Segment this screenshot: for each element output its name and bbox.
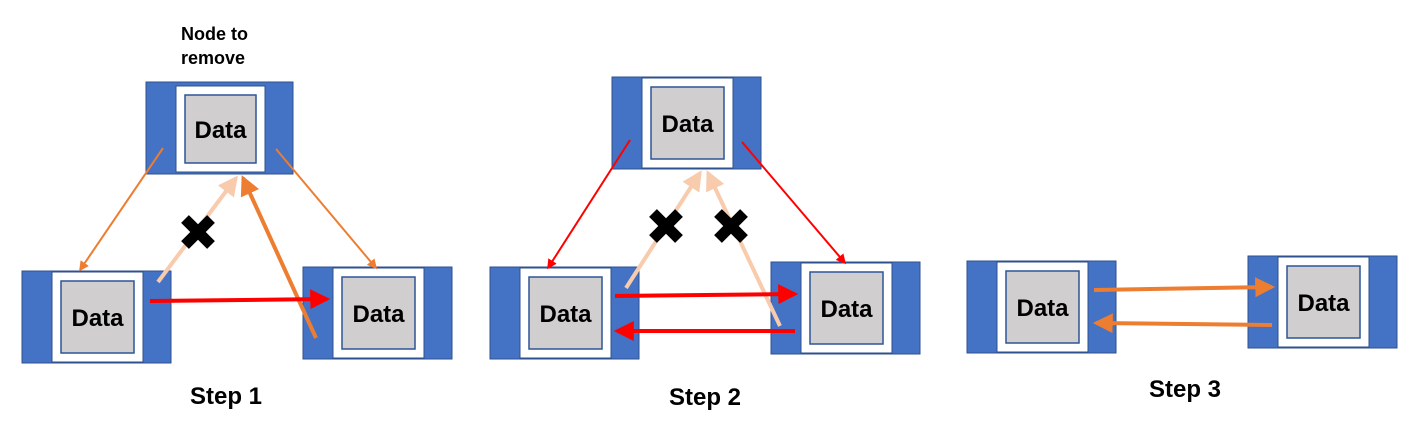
step1-cross-mark-icon [181, 215, 215, 249]
step-2-caption: Step 2 [669, 384, 742, 411]
step1-arrow-right-to-remove [240, 175, 318, 339]
step3-arrow-right-to-left [1092, 313, 1273, 334]
node-data-cell [1286, 265, 1361, 339]
step2-arrow-right-to-middle [706, 170, 782, 327]
node-data-label: Data [539, 301, 592, 328]
step1-arrow-remove-to-left [79, 147, 164, 272]
node-data-label: Data [820, 296, 873, 323]
step2-arrow-middle-to-right [741, 141, 847, 265]
node-data-cell [1005, 270, 1080, 344]
step-3-caption: Step 3 [1149, 376, 1222, 403]
node-data-label: Data [194, 117, 247, 144]
node-data-cell [528, 276, 603, 350]
step1-arrow-left-to-right [149, 289, 331, 310]
step-1-caption: Step 1 [190, 383, 263, 410]
step3-node-left: Data [966, 260, 1117, 354]
step1-node-remove: Data [145, 81, 294, 175]
node-data-cell [650, 86, 725, 160]
step3-node-right: Data [1247, 255, 1398, 349]
step2-node-middle: Data [611, 76, 762, 170]
step2-left-cross-mark-icon [649, 209, 683, 243]
remove-callout-line-1: Node to [181, 24, 248, 44]
step1-node-left: Data [21, 270, 172, 364]
node-data-cell [809, 271, 884, 345]
step2-right-cross-mark-icon [714, 209, 748, 243]
node-data-label: Data [71, 305, 124, 332]
node-data-label: Data [352, 301, 405, 328]
node-data-cell [60, 280, 135, 354]
node-data-label: Data [661, 111, 714, 138]
step2-node-right: Data [770, 261, 921, 355]
step3-arrow-left-to-right [1093, 277, 1276, 298]
remove-node-callout: Node to remove [181, 22, 248, 70]
step1-node-right: Data [302, 266, 453, 360]
step2-node-left: Data [489, 266, 640, 360]
step1-arrow-remove-to-right [275, 148, 378, 270]
remove-callout-line-2: remove [181, 48, 246, 68]
node-data-cell [341, 276, 416, 350]
node-data-cell [184, 94, 257, 164]
node-data-label: Data [1016, 295, 1069, 322]
step2-arrow-left-to-right [614, 284, 799, 305]
node-data-label: Data [1297, 290, 1350, 317]
step2-arrow-middle-to-left [547, 139, 631, 270]
